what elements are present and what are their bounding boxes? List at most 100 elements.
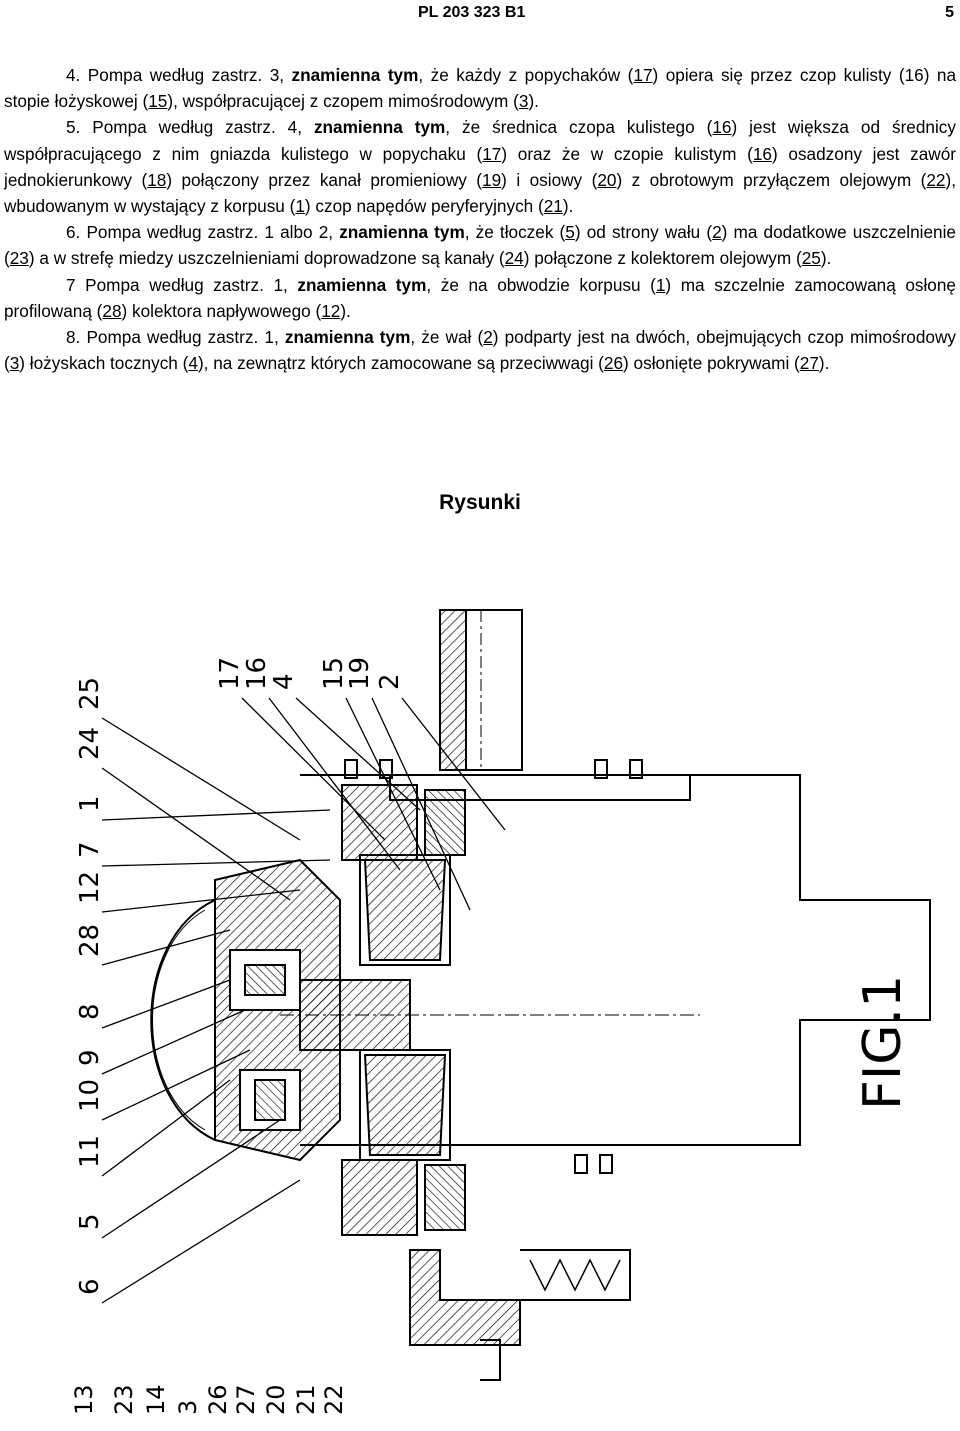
label-23: 23 bbox=[110, 1384, 138, 1415]
reference-numeral: 2 bbox=[712, 222, 722, 243]
claim-text: ) od strony wału ( bbox=[574, 222, 713, 243]
reference-numeral: 19 bbox=[482, 169, 502, 190]
claim-keyword: znamienna tym bbox=[313, 117, 446, 138]
label-9: 9 bbox=[75, 1049, 105, 1066]
claims-text: 4. Pompa według zastrz. 3, znamienna tym… bbox=[4, 62, 956, 376]
leader-line bbox=[101, 859, 331, 867]
label-26: 26 bbox=[204, 1384, 232, 1415]
reference-numeral: 21 bbox=[543, 196, 563, 217]
claim-text: ) czop napędów peryferyjnych ( bbox=[304, 196, 544, 217]
reference-numeral: 3 bbox=[518, 91, 529, 112]
claim-text: , że tłoczek ( bbox=[464, 222, 566, 243]
claim-text: ) łożyskach tocznych ( bbox=[19, 353, 189, 374]
claim-keyword: znamienna tym bbox=[339, 222, 465, 243]
claim-text: ) kolektora napływowego ( bbox=[121, 300, 322, 321]
claim-text: ). bbox=[562, 196, 574, 217]
reference-numeral: 5 bbox=[565, 222, 575, 243]
label-12: 12 bbox=[75, 871, 105, 904]
leader-line bbox=[101, 889, 301, 913]
label-1: 1 bbox=[75, 795, 105, 812]
claim-text: ) osłonięte pokrywami ( bbox=[623, 353, 800, 374]
claim-text: ) jest większa od średnicy współpracując… bbox=[4, 117, 956, 164]
leader-line bbox=[101, 979, 231, 1029]
patent-number: PL 203 323 B1 bbox=[418, 4, 526, 21]
reference-numeral: 26 bbox=[603, 353, 624, 374]
reference-numeral: 16 bbox=[712, 117, 732, 138]
reference-numeral: 4 bbox=[188, 353, 198, 374]
claim-6: 6. Pompa według zastrz. 1 albo 2, znamie… bbox=[4, 219, 956, 271]
claim-text: 5. Pompa według zastrz. 4, bbox=[66, 117, 314, 138]
drawings-heading: Rysunki bbox=[439, 491, 521, 514]
label-10: 10 bbox=[75, 1079, 105, 1112]
reference-numeral: 15 bbox=[148, 91, 168, 112]
leader-line bbox=[101, 1049, 251, 1121]
claim-text: ). bbox=[820, 248, 832, 269]
reference-numeral: 25 bbox=[801, 248, 821, 269]
reference-numeral: 1 bbox=[655, 274, 666, 295]
label-4: 4 bbox=[269, 673, 299, 690]
pump-cross-section bbox=[150, 609, 931, 1381]
label-25: 25 bbox=[75, 677, 105, 710]
claim-4: 4. Pompa według zastrz. 3, znamienna tym… bbox=[4, 62, 956, 114]
leader-line bbox=[101, 1009, 246, 1075]
claim-keyword: znamienna tym bbox=[291, 65, 419, 85]
reference-numeral: 12 bbox=[321, 300, 341, 321]
reference-numeral: 3 bbox=[9, 353, 20, 374]
reference-numeral: 20 bbox=[597, 169, 617, 190]
page-number: 5 bbox=[945, 4, 954, 21]
leader-line bbox=[101, 767, 291, 901]
claim-text: , że wał ( bbox=[410, 327, 484, 348]
claim-text: ) i osiowy ( bbox=[501, 169, 598, 190]
leader-line bbox=[101, 1079, 231, 1177]
reference-numeral: 23 bbox=[9, 248, 29, 269]
label-5: 5 bbox=[75, 1213, 105, 1230]
claim-text: ) ma szczelnie zamocowaną osłonę profilo… bbox=[4, 274, 956, 321]
claim-keyword: znamienna tym bbox=[297, 274, 427, 295]
claim-text: ). bbox=[340, 300, 351, 321]
claim-text: ). bbox=[818, 353, 830, 374]
label-27: 27 bbox=[232, 1384, 260, 1415]
reference-numeral: 2 bbox=[483, 327, 493, 348]
reference-numeral: 17 bbox=[482, 143, 502, 164]
claim-text: ) opiera się przez czop kulisty (16) na … bbox=[4, 65, 957, 112]
leader-line bbox=[371, 697, 471, 911]
reference-numeral: 18 bbox=[147, 169, 167, 190]
claim-text: ), wbudowanym w wystający z korpusu ( bbox=[4, 169, 956, 217]
claim-text: ) ma dodatkowe uszczelnienie ( bbox=[4, 222, 956, 269]
leader-line bbox=[345, 697, 441, 891]
leader-line bbox=[101, 1119, 281, 1239]
claim-text: ) połączony przez kanał promieniowy ( bbox=[166, 169, 483, 190]
reference-numeral: 24 bbox=[504, 248, 524, 269]
label-16: 16 bbox=[242, 657, 272, 690]
page-header: PL 203 323 B1 5 bbox=[0, 4, 960, 24]
reference-numeral: 22 bbox=[926, 169, 946, 190]
claim-text: ) osadzony jest zawór jednokierunkowy ( bbox=[4, 143, 956, 190]
leader-line bbox=[101, 929, 231, 966]
reference-numeral: 1 bbox=[295, 196, 305, 217]
reference-numeral: 27 bbox=[799, 353, 819, 374]
label-19: 19 bbox=[345, 657, 375, 690]
claim-text: ) połączone z kolektorem olejowym ( bbox=[523, 248, 802, 269]
label-11: 11 bbox=[75, 1135, 105, 1168]
leader-lines bbox=[101, 697, 506, 1304]
leader-line bbox=[295, 697, 421, 811]
claim-text: ), współpracującej z czopem mimośrodowym… bbox=[167, 91, 519, 112]
label-3: 3 bbox=[174, 1400, 202, 1415]
claim-text: , że na obwodzie korpusu ( bbox=[426, 274, 656, 295]
claim-text: ) oraz że w czopie kulistym ( bbox=[501, 143, 753, 164]
leader-line bbox=[101, 1179, 301, 1304]
claim-text: , że średnica czopa kulistego ( bbox=[445, 117, 713, 138]
claim-text: 4. Pompa według zastrz. 3, bbox=[66, 65, 292, 85]
leader-line bbox=[241, 697, 386, 841]
figure-caption: FIG.1 bbox=[853, 975, 913, 1110]
label-24: 24 bbox=[75, 727, 105, 760]
leader-line bbox=[101, 809, 331, 821]
claim-8: 8. Pompa według zastrz. 1, znamienna tym… bbox=[4, 324, 956, 376]
claim-text: 8. Pompa według zastrz. 1, bbox=[66, 327, 285, 348]
label-22: 22 bbox=[320, 1384, 348, 1415]
leader-line bbox=[268, 697, 401, 871]
reference-numeral: 16 bbox=[752, 143, 772, 164]
